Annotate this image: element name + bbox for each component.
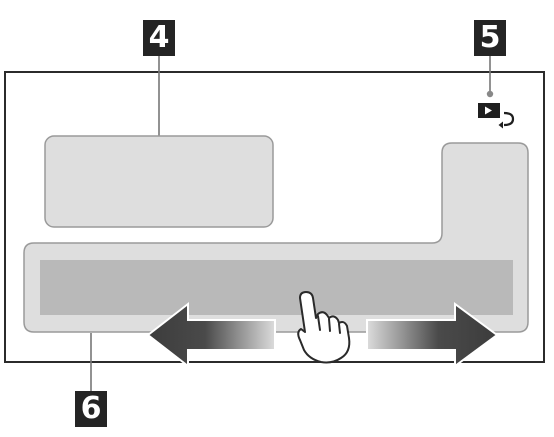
callout-4-label: 4 [143,20,175,56]
play-return-icon [478,103,515,129]
callout-6-label: 6 [75,391,107,427]
swipe-left-arrow [146,301,276,369]
leader-dot-5 [486,90,494,98]
callout-5-label: 5 [474,20,506,56]
image-strip [40,260,513,315]
swipe-right-arrow [366,302,499,368]
pointing-hand-icon [297,291,351,364]
info-panel [44,135,274,228]
